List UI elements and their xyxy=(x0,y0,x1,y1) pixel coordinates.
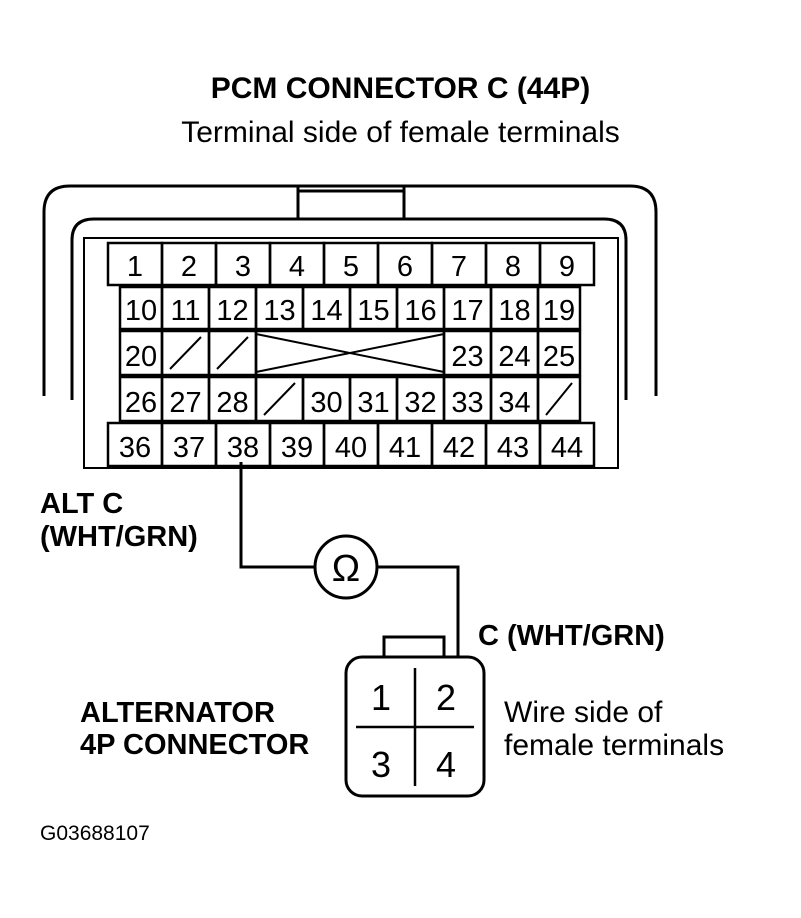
pcm-terminal-number: 42 xyxy=(443,432,475,464)
pcm-terminal-number: 18 xyxy=(498,295,530,327)
pcm-terminal-number: 30 xyxy=(310,387,342,419)
ohm-symbol-text: Ω xyxy=(332,548,360,590)
pcm-terminal-number: 17 xyxy=(451,295,483,327)
pcm-terminal-cell xyxy=(538,241,596,287)
alt-terminal-1: 1 xyxy=(371,677,391,718)
pcm-terminal-number: 36 xyxy=(119,432,151,464)
pcm-terminal-number: 3 xyxy=(235,251,251,283)
pcm-terminal-number: 37 xyxy=(173,432,205,464)
alt-c-label: ALT C xyxy=(40,488,124,520)
unused-terminal-cross xyxy=(255,333,445,373)
c-wire-label: C (WHT/GRN) xyxy=(478,620,665,652)
pcm-terminal-number: 10 xyxy=(125,295,157,327)
pcm-terminal-number: 31 xyxy=(357,387,389,419)
alternator-connector-label: 4P CONNECTOR xyxy=(80,729,310,761)
pcm-terminal-number: 9 xyxy=(559,251,575,283)
pcm-terminal-number: 38 xyxy=(227,432,259,464)
pcm-terminal-number: 13 xyxy=(263,295,295,327)
wire-side-label: Wire side of xyxy=(504,696,663,729)
pcm-terminal-number: 27 xyxy=(169,387,201,419)
pcm-terminal-number: 12 xyxy=(216,295,248,327)
pcm-terminal-number: 19 xyxy=(543,295,575,327)
pcm-terminal-number: 32 xyxy=(404,387,436,419)
pcm-terminal-number: 43 xyxy=(497,432,529,464)
alternator-label: ALTERNATOR xyxy=(80,697,275,729)
pcm-terminal-number: 41 xyxy=(389,432,421,464)
pcm-connector-inner-housing xyxy=(70,217,628,264)
pcm-terminal-number: 34 xyxy=(498,387,530,419)
pcm-terminal-number: 1 xyxy=(127,251,143,283)
pcm-terminal-number: 8 xyxy=(505,251,521,283)
pcm-terminal-number: 11 xyxy=(170,295,200,327)
pcm-connector-housing xyxy=(42,184,658,396)
pcm-terminal-number: 7 xyxy=(451,251,467,283)
pcm-terminal-cell xyxy=(536,375,582,423)
pcm-terminal-number: 5 xyxy=(343,251,359,283)
pcm-terminal-number: 6 xyxy=(397,251,413,283)
pcm-terminal-cell xyxy=(536,329,582,377)
diagram-title: PCM CONNECTOR C (44P) xyxy=(210,72,591,105)
pcm-terminal-number: 24 xyxy=(498,341,530,373)
alt-c-color-label: (WHT/GRN) xyxy=(40,521,198,553)
pcm-terminal-number: 33 xyxy=(451,387,483,419)
pcm-terminal-cell xyxy=(536,285,582,331)
pcm-terminal-block xyxy=(83,237,619,469)
pcm-terminal-number: 15 xyxy=(357,295,389,327)
pcm-terminal-number: 23 xyxy=(451,341,483,373)
ohmmeter-symbol xyxy=(313,534,379,600)
alternator-connector-latch xyxy=(382,635,446,657)
pcm-terminal-number: 28 xyxy=(216,387,248,419)
pcm-terminal-cell xyxy=(538,421,596,468)
c-wire xyxy=(377,565,460,657)
pcm-terminal-number: 20 xyxy=(125,341,157,373)
pcm-terminal-number: 4 xyxy=(289,251,305,283)
alt-c-wire xyxy=(239,462,315,569)
unused-terminal-slash xyxy=(216,336,249,370)
figure-code: G03688107 xyxy=(40,822,150,845)
pcm-terminal-number: 39 xyxy=(281,432,313,464)
pcm-terminal-number: 26 xyxy=(125,387,157,419)
unused-terminal-slash xyxy=(263,382,296,416)
pcm-connector-latch xyxy=(296,186,406,219)
pcm-terminal-number: 44 xyxy=(551,432,583,464)
pcm-terminal-number: 14 xyxy=(310,295,342,327)
alt-terminal-4: 4 xyxy=(436,744,456,785)
pcm-terminal-number: 2 xyxy=(181,251,197,283)
unused-terminal-slash xyxy=(169,336,202,370)
pcm-terminal-number: 16 xyxy=(404,295,436,327)
alt-terminal-3: 3 xyxy=(371,744,391,785)
female-terminals-label: female terminals xyxy=(504,729,725,762)
unused-terminal-slash xyxy=(545,382,573,416)
pcm-terminal-number: 25 xyxy=(543,341,575,373)
pcm-terminal-number: 40 xyxy=(335,432,367,464)
alt-terminal-2: 2 xyxy=(436,677,456,718)
diagram-subtitle: Terminal side of female terminals xyxy=(181,116,620,149)
alternator-connector-body xyxy=(344,655,486,798)
